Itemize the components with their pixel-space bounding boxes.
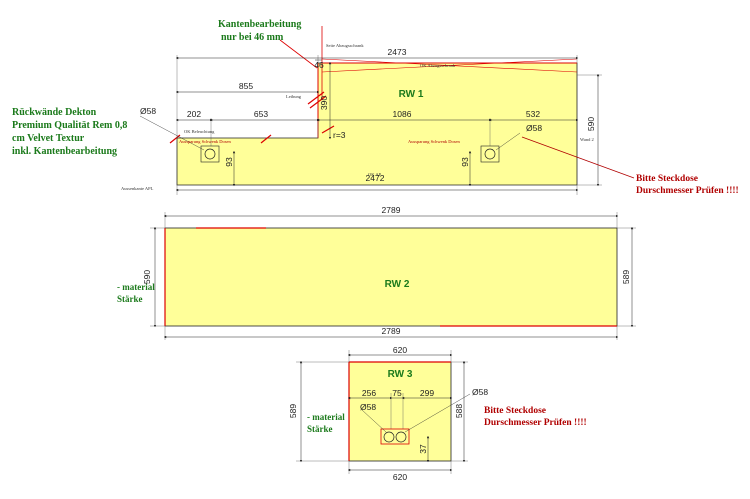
rw2-drawing: 2789 2789 590 589 RW 2	[142, 205, 636, 340]
rw1-text-ok-top: OK Abzugsschrank	[420, 63, 456, 68]
rw1-dim-653: 653	[254, 109, 268, 119]
rw3-dim-37: 37	[418, 444, 428, 454]
rw3-socket-hole-left	[383, 431, 395, 443]
rw2-dim-bottom: 2789	[382, 326, 401, 336]
rw1-dim-855: 855	[239, 81, 253, 91]
rw3-dim-top: 620	[393, 345, 407, 355]
note-socket-check-rw3: Bitte Steckdose Durschmesser Prüfen !!!!	[484, 406, 587, 429]
rw2-panel	[164, 227, 618, 327]
rw1-text-aussparung-right: Aussparung Schwenk Dosen	[408, 139, 460, 144]
rw1-panel	[176, 62, 578, 186]
rw1-dia-left: Ø58	[140, 106, 156, 116]
rw1-dim-bottom-total: 2472	[366, 173, 385, 183]
rw1-dim-93-left: 93	[224, 157, 234, 167]
rw1-dim-532: 532	[526, 109, 540, 119]
rw1-text-ok-ap: OK AP	[368, 172, 382, 177]
rw1-text-apl: Aussenkante APL	[121, 186, 154, 191]
rw1-radius: r=3	[333, 130, 346, 140]
rw2-dim-left: 590	[142, 270, 152, 284]
rw1-text-leibung: Leibung	[286, 94, 302, 99]
rw1-dim-93-right: 93	[460, 157, 470, 167]
rw1-text-aussparung-left: Aussparung Schwenk Dosen	[179, 139, 231, 144]
rw3-socket-box	[380, 428, 410, 445]
rw2-label: RW 2	[385, 279, 410, 290]
rw3-dia-inside: Ø58	[360, 402, 376, 412]
rw3-drawing: 620 620 589 588 256 75 299 Ø58 Ø58 37 RW…	[288, 345, 488, 482]
rw1-socket-hole-right	[484, 148, 496, 160]
rw3-label: RW 3	[388, 369, 413, 380]
rw2-dim-right: 589	[621, 270, 631, 284]
rw3-dim-bottom: 620	[393, 472, 407, 482]
rw1-text-seite: Seite Abzugsschrank	[326, 43, 364, 48]
note-material-thickness-rw3: - material Stärke	[307, 412, 345, 434]
rw1-dia-right: Ø58	[526, 123, 542, 133]
note-edge-processing: Kantenbearbeitung nur bei 46 mm	[218, 19, 302, 43]
rw1-drawing: 2473 855 46 202 653 1086 532 2472 590 39…	[121, 26, 635, 195]
note-material: Rückwände Dekton Premium Qualität Rem 0,…	[12, 107, 128, 157]
rw1-dim-390: 390	[319, 96, 329, 110]
rw1-text-ok-bel: OK Beleuchtung	[184, 129, 215, 134]
rw3-dim-right: 588	[454, 404, 464, 418]
rw1-text-wand: Wand 2	[580, 137, 594, 142]
rw1-socket-box-left	[200, 145, 220, 163]
rw1-label: RW 1	[399, 89, 424, 100]
rw2-dim-top: 2789	[382, 205, 401, 215]
note-material-thickness-rw2: - material Stärke	[117, 282, 155, 304]
rw1-dim-1086: 1086	[393, 109, 412, 119]
rw1-socket-hole-left	[204, 148, 216, 160]
rw3-dia-outside: Ø58	[472, 387, 488, 397]
rw1-socket-box-right	[480, 145, 500, 163]
rw1-dim-46: 46	[314, 60, 324, 70]
rw3-dim-299: 299	[420, 388, 434, 398]
rw1-dim-590: 590	[586, 117, 596, 131]
rw1-dim-202: 202	[187, 109, 201, 119]
rw3-dim-75: 75	[392, 388, 402, 398]
rw3-dim-left: 589	[288, 404, 298, 418]
rw3-socket-hole-right	[395, 431, 407, 443]
note-socket-check-rw1: Bitte Steckdose Durschmesser Prüfen !!!!	[636, 174, 739, 197]
rw3-dim-256: 256	[362, 388, 376, 398]
rw1-dim-top-total: 2473	[388, 47, 407, 57]
